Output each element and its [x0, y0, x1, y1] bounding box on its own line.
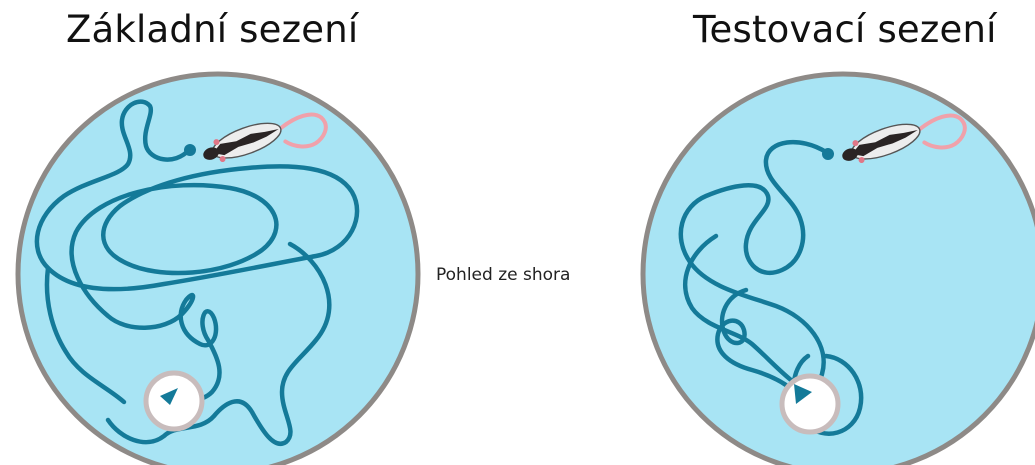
- goal-hole-icon: [146, 373, 202, 429]
- start-dot-icon: [184, 144, 196, 156]
- baseline-arena: [18, 74, 418, 465]
- test-arena: [643, 74, 1035, 465]
- start-dot-icon: [822, 148, 834, 160]
- goal-hole-icon: [782, 376, 838, 432]
